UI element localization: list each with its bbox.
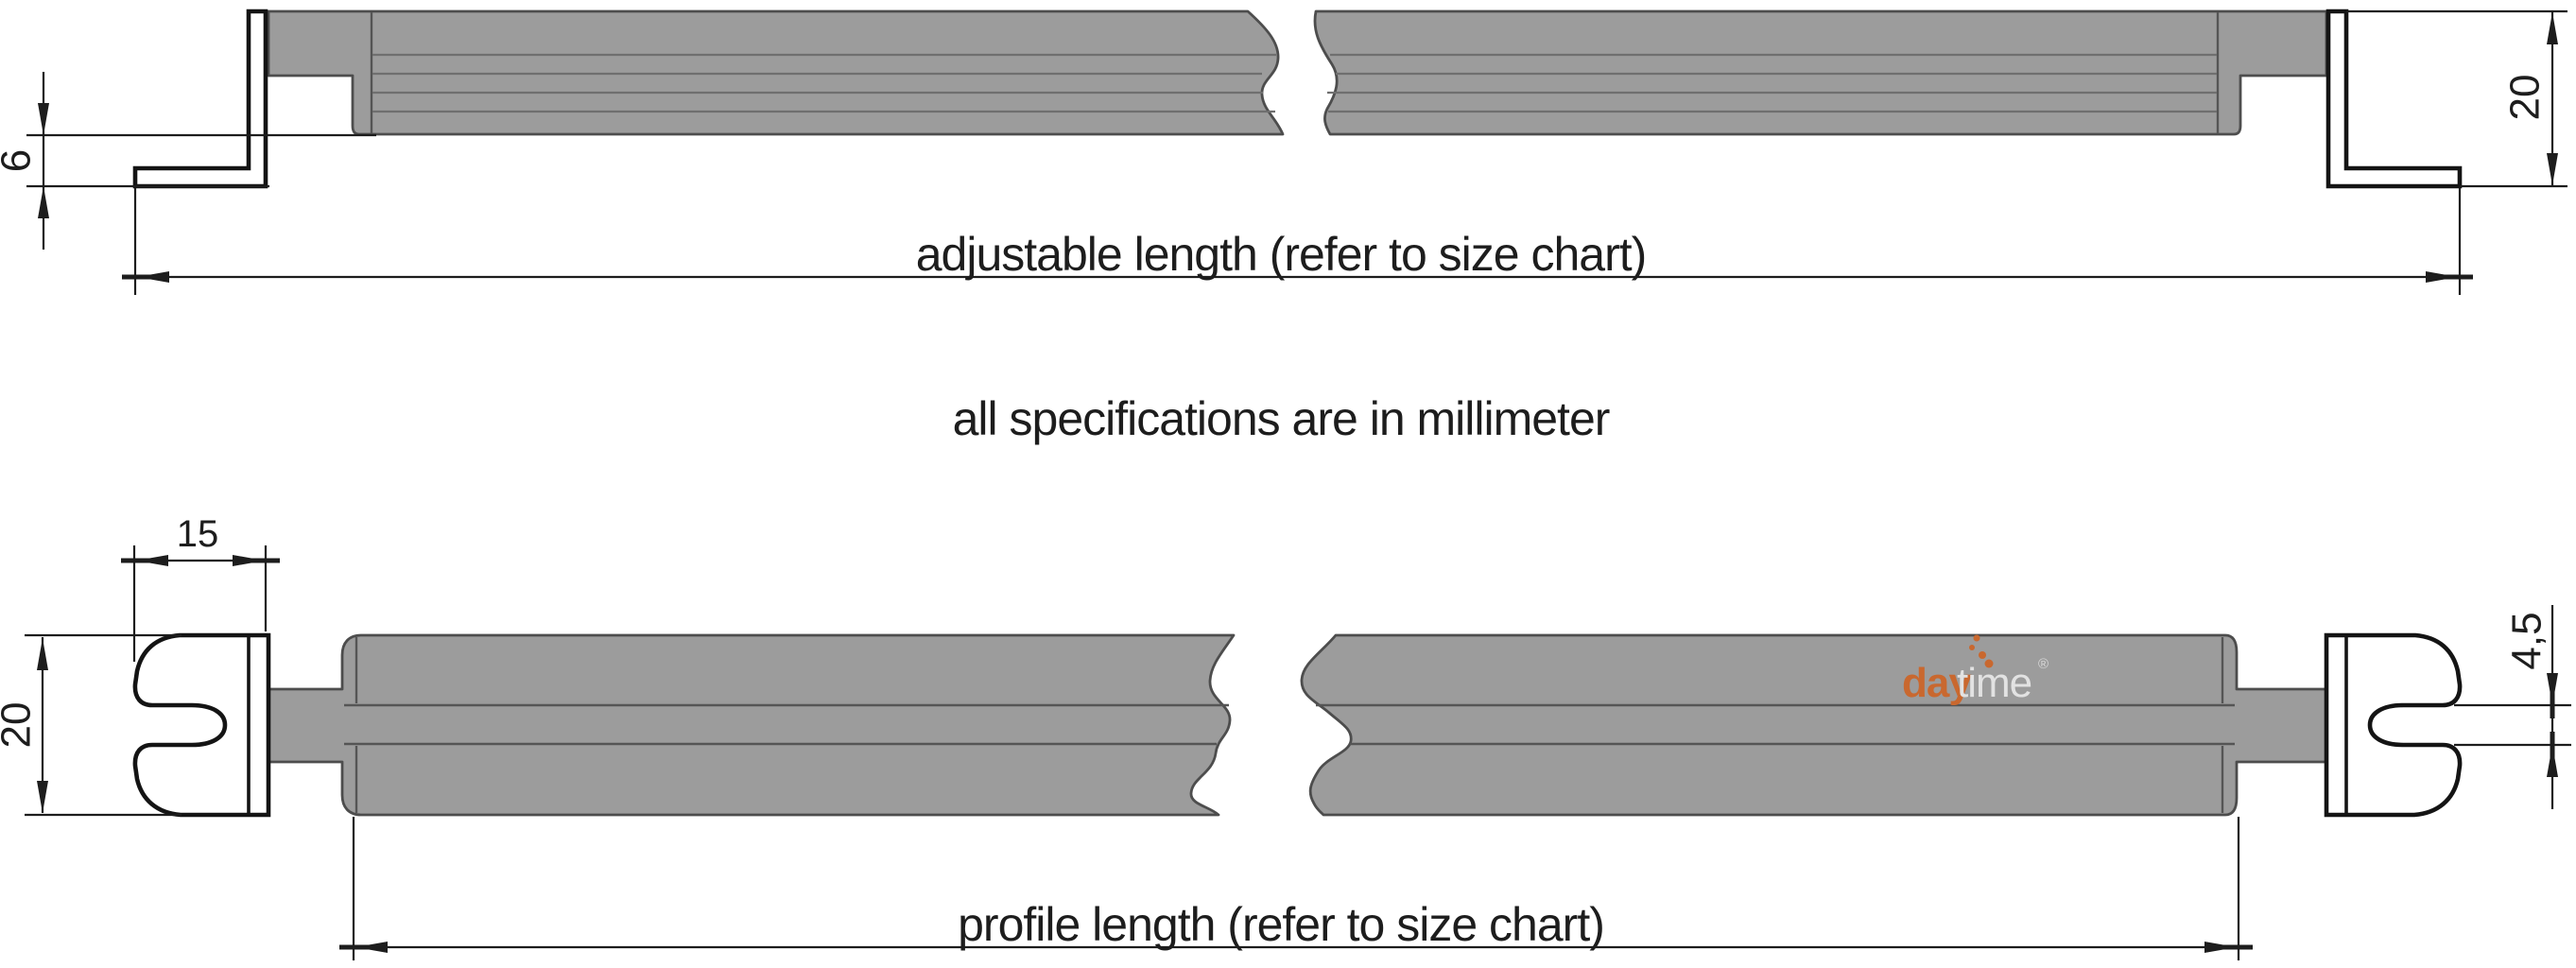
left-angle-bracket bbox=[132, 9, 268, 189]
profile-plan-left bbox=[267, 633, 1236, 817]
plan-internal-lines bbox=[344, 637, 2235, 813]
arrow-left-icon bbox=[136, 555, 168, 566]
arrow-up-icon bbox=[37, 638, 48, 670]
bottom-view-plan: day time ® 15 bbox=[0, 513, 2571, 960]
ridge-lines bbox=[372, 53, 2217, 113]
dim-20-bottom-label: 20 bbox=[0, 702, 40, 749]
dim-20-top-label: 20 bbox=[2502, 75, 2549, 121]
dimension-6: 6 bbox=[0, 72, 376, 250]
logo-sparkle-dots-icon bbox=[1969, 634, 1994, 668]
arrow-down-icon bbox=[2547, 673, 2558, 705]
arrow-left-icon bbox=[137, 271, 169, 283]
dimension-15: 15 bbox=[121, 513, 280, 662]
arrow-down-icon bbox=[37, 781, 48, 813]
logo-day-text: day bbox=[1902, 660, 1972, 706]
dimension-20-bottom: 20 bbox=[0, 633, 182, 817]
arrow-down-icon bbox=[38, 103, 49, 135]
arrow-left-icon bbox=[355, 942, 388, 953]
left-end-clip bbox=[132, 632, 271, 818]
profile-length-label: profile length (refer to size chart) bbox=[958, 898, 1604, 951]
dimension-profile-length: profile length (refer to size chart) bbox=[339, 817, 2253, 960]
daytime-logo: day time ® bbox=[1902, 634, 2049, 706]
dimension-20-top: 20 bbox=[2346, 9, 2567, 188]
arrow-right-icon bbox=[2204, 942, 2237, 953]
dim-4-5-label: 4,5 bbox=[2504, 612, 2550, 669]
dimension-adjustable-length: adjustable length (refer to size chart) bbox=[122, 188, 2473, 295]
arrow-up-icon bbox=[2547, 12, 2558, 44]
arrow-right-icon bbox=[233, 555, 265, 566]
profile-plan-right bbox=[1300, 633, 2328, 817]
logo-time-text: time bbox=[1957, 660, 2031, 706]
top-view-side-elevation: 6 20 adjustable length (refer to size ch… bbox=[0, 9, 2567, 295]
arrow-down-icon bbox=[2547, 153, 2558, 185]
dim-6-label: 6 bbox=[0, 149, 40, 172]
units-note: all specifications are in millimeter bbox=[953, 392, 1610, 445]
dim-15-label: 15 bbox=[177, 513, 219, 555]
arrow-right-icon bbox=[2426, 271, 2458, 283]
arrow-up-icon bbox=[38, 186, 49, 218]
dimension-4-5: 4,5 bbox=[2454, 605, 2571, 809]
adjustable-length-label: adjustable length (refer to size chart) bbox=[916, 228, 1647, 281]
logo-registered-mark: ® bbox=[2038, 656, 2049, 672]
right-angle-bracket bbox=[2325, 9, 2463, 189]
right-end-clip bbox=[2324, 632, 2463, 818]
arrow-up-icon bbox=[2547, 745, 2558, 777]
